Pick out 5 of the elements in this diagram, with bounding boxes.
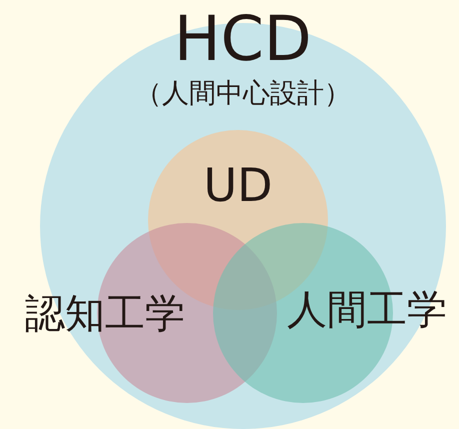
- venn-label: HCD: [174, 8, 312, 70]
- venn-label: 人間工学: [287, 290, 447, 330]
- venn-label: UD: [204, 162, 273, 208]
- venn-label: 認知工学: [25, 294, 185, 334]
- venn-label: （人間中心設計）: [135, 80, 351, 107]
